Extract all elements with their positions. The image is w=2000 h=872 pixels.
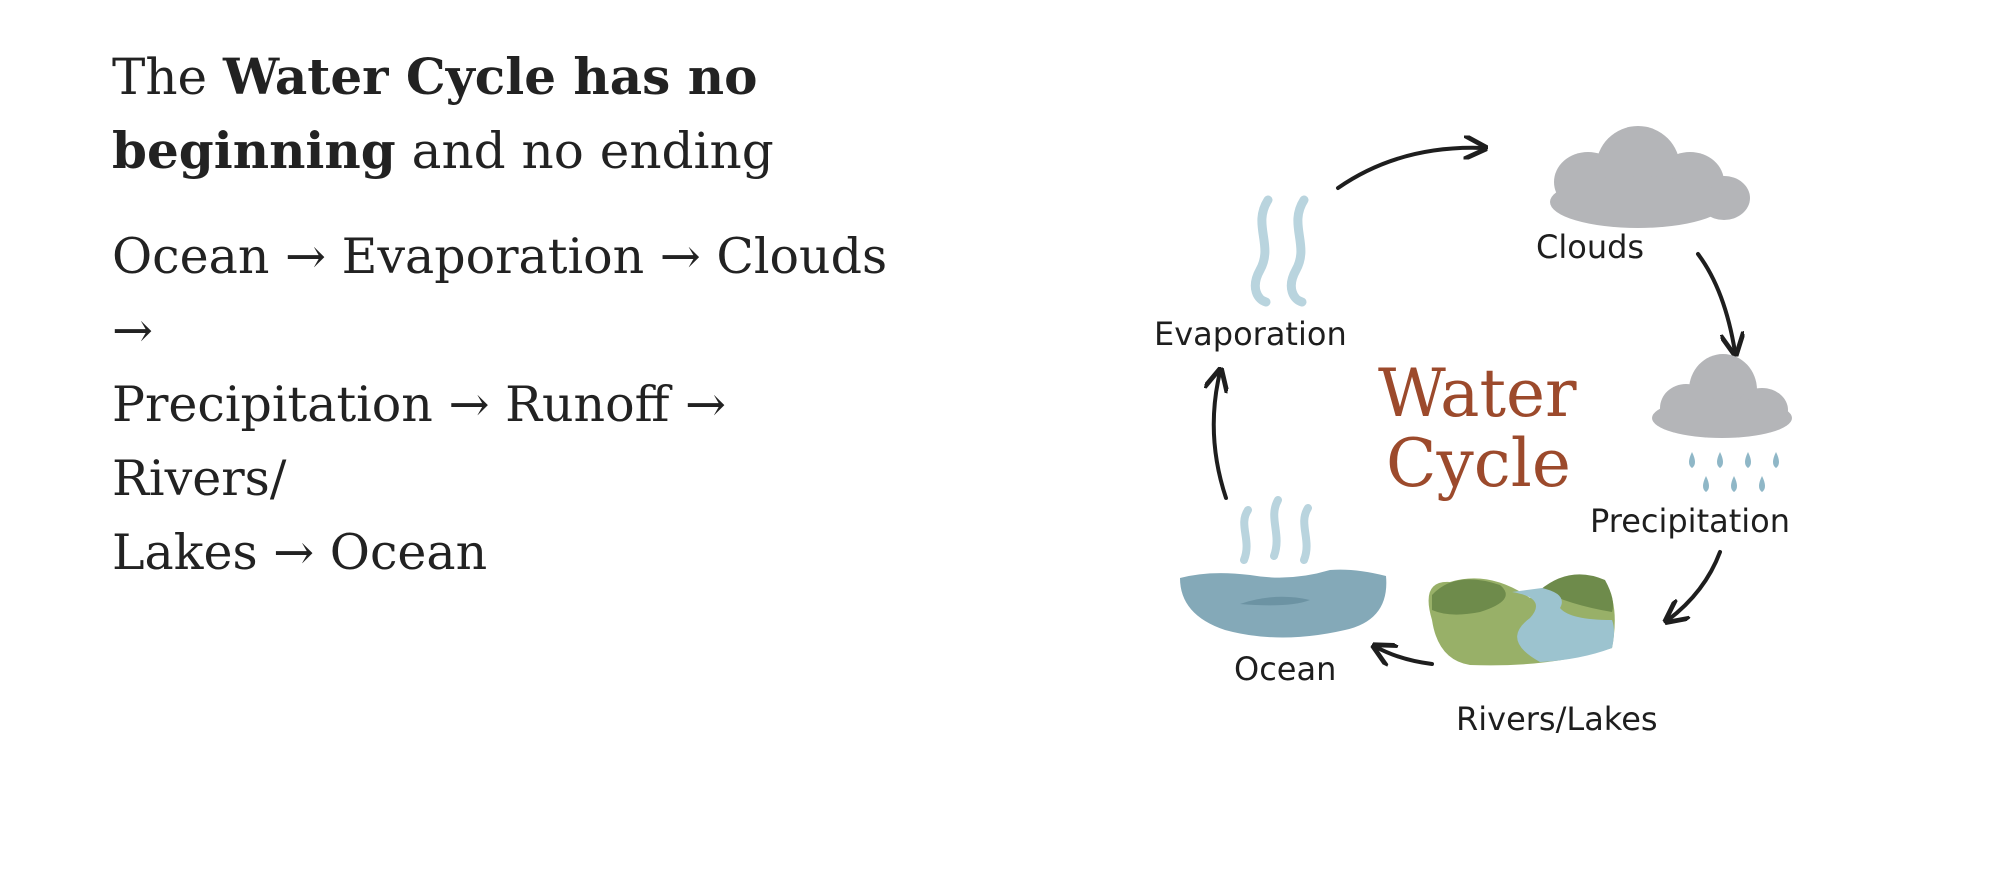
water-cycle-diagram: Evaporation Clouds [1154, 126, 1792, 738]
cycle-sequence: Ocean → Evaporation → Clouds → Precipitat… [112, 220, 912, 590]
label-rivers-lakes: Rivers/Lakes [1456, 700, 1658, 738]
heading-bold-2: beginning [112, 121, 396, 180]
heading-text-2: and no ending [395, 122, 774, 180]
river-landscape-icon [1428, 574, 1615, 666]
center-title-water: Water [1378, 355, 1577, 432]
arrow-precipitation-to-rivers [1668, 550, 1722, 620]
arrow-rivers-to-ocean [1376, 647, 1434, 664]
evaporation-steam-icon [1250, 195, 1309, 307]
label-ocean: Ocean [1234, 650, 1336, 688]
sequence-line-1: Ocean → Evaporation → Clouds → [112, 228, 888, 359]
rain-cloud-icon [1652, 354, 1792, 492]
heading-bold-1: Water Cycle has no [223, 47, 758, 106]
sequence-line-2: Precipitation → Runoff → Rivers/ [112, 376, 727, 507]
slide-heading: The Water Cycle has no beginning and no e… [112, 40, 872, 188]
label-clouds: Clouds [1536, 228, 1644, 266]
arrow-ocean-to-evaporation [1214, 372, 1226, 500]
center-title-cycle: Cycle [1386, 425, 1571, 502]
arrow-evaporation-to-clouds [1336, 148, 1483, 190]
label-precipitation: Precipitation [1590, 502, 1790, 540]
heading-text-1: The [112, 48, 224, 106]
cloud-icon [1550, 126, 1750, 228]
sequence-line-3: Lakes → Ocean [112, 524, 488, 581]
arrow-clouds-to-precipitation [1696, 252, 1735, 352]
label-evaporation: Evaporation [1154, 315, 1347, 353]
ocean-icon [1180, 496, 1387, 638]
